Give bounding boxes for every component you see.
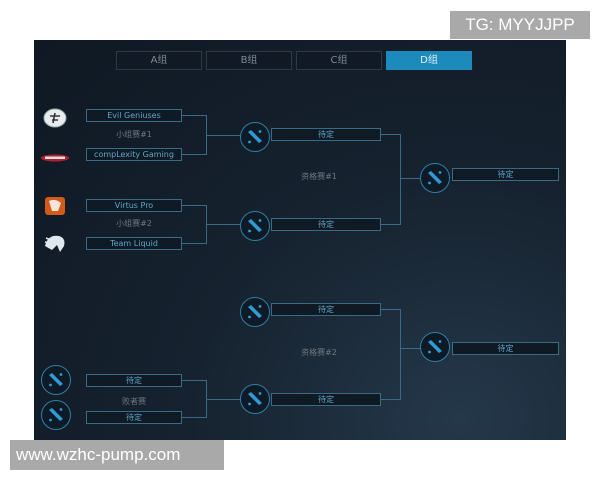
dota-placeholder-icon xyxy=(240,384,270,414)
team-slot-virtus-pro[interactable]: Virtus Pro xyxy=(86,199,182,212)
team-liquid-logo-icon xyxy=(44,235,65,252)
dota-placeholder-icon xyxy=(41,365,71,395)
losers-slot-1[interactable]: 待定 xyxy=(86,374,182,387)
dota-placeholder-icon xyxy=(240,211,270,241)
qualifier-2-winner-slot[interactable]: 待定 xyxy=(452,342,559,355)
team-slot-team-liquid[interactable]: Team Liquid xyxy=(86,237,182,250)
team-slot-complexity-gaming[interactable]: compLexity Gaming xyxy=(86,148,182,161)
team-slot-evil-geniuses[interactable]: Evil Geniuses xyxy=(86,109,182,122)
dota-placeholder-icon xyxy=(420,332,450,362)
eg-logo-icon xyxy=(43,108,67,128)
dota-placeholder-icon xyxy=(240,297,270,327)
dota-placeholder-icon xyxy=(420,163,450,193)
qualifier-1-winner-slot[interactable]: 待定 xyxy=(452,168,559,181)
match-label-losers: 败者赛 xyxy=(122,397,146,406)
qualifier-1-slot-1[interactable]: 待定 xyxy=(271,128,381,141)
tab-group-d[interactable]: D组 xyxy=(386,51,472,70)
match-label-group-1: 小组赛#1 xyxy=(116,130,152,139)
match-label-qualifier-2: 资格赛#2 xyxy=(301,348,337,357)
tab-group-c[interactable]: C组 xyxy=(296,51,382,70)
qualifier-2-slot-1[interactable]: 待定 xyxy=(271,303,381,316)
complexity-logo-icon xyxy=(41,154,69,162)
match-label-group-2: 小组赛#2 xyxy=(116,219,152,228)
watermark-bottom-left: www.wzhc-pump.com xyxy=(10,440,224,470)
tab-group-b[interactable]: B组 xyxy=(206,51,292,70)
virtus-pro-logo-icon xyxy=(45,197,65,215)
tab-group-a[interactable]: A组 xyxy=(116,51,202,70)
bracket-panel: A组 B组 C组 D组 Evil Geniuses 小组赛#1 compLexi… xyxy=(34,40,566,440)
dota-placeholder-icon xyxy=(240,122,270,152)
qualifier-1-slot-2[interactable]: 待定 xyxy=(271,218,381,231)
dota-placeholder-icon xyxy=(41,400,71,430)
losers-slot-2[interactable]: 待定 xyxy=(86,411,182,424)
match-label-qualifier-1: 资格赛#1 xyxy=(301,172,337,181)
watermark-top-right: TG: MYYJJPP xyxy=(450,11,590,39)
qualifier-2-slot-2[interactable]: 待定 xyxy=(271,393,381,406)
